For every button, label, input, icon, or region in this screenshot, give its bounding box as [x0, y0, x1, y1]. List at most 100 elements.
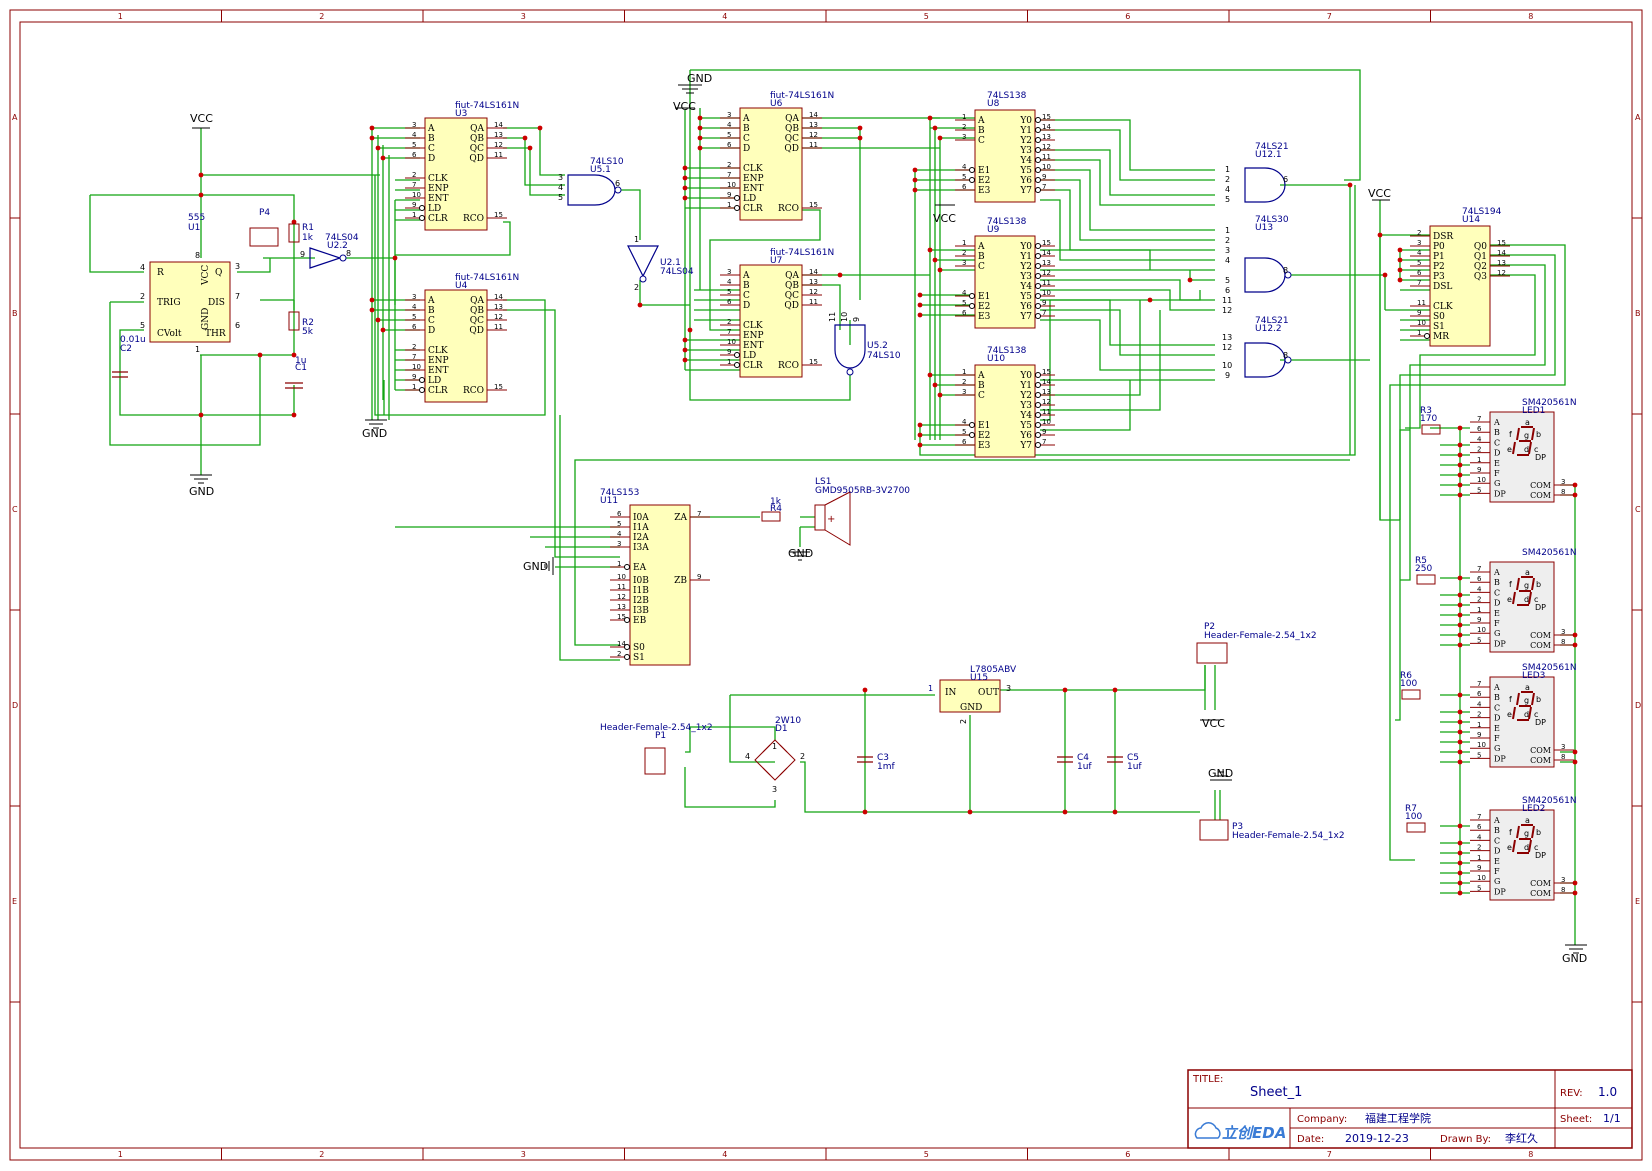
decoder-u8-pin-num: 7: [1042, 183, 1046, 191]
decoder-u10-bubble: [1035, 412, 1041, 418]
u5-2-in10: 10: [840, 312, 849, 322]
decoder-u10-pin-label: Y4: [1019, 411, 1032, 421]
decoder-u9-bubble: [1035, 303, 1041, 309]
shift-u14-pin-label: MR: [1433, 332, 1449, 342]
u13-in12: 12: [1222, 306, 1232, 315]
mux-u11-pin-label: EB: [633, 616, 647, 626]
seg-c: c: [1534, 445, 1538, 454]
led-pin-num: 6: [1477, 823, 1482, 831]
junction-dot: [917, 442, 923, 448]
decoder-u10-pin-num: 6: [962, 438, 967, 446]
counter-u3-pin-label: QB: [470, 134, 484, 144]
c1-ref: C1: [295, 363, 307, 373]
counter-u4-pin-num: 13: [494, 303, 503, 311]
frame-row-left: C: [12, 505, 18, 514]
u1-pin-vcc: VCC: [201, 265, 211, 286]
junction-dot: [1457, 462, 1463, 468]
frame-row-left: B: [12, 309, 18, 318]
counter-u7-pin-label: D: [743, 301, 750, 311]
decoder-u8-bubble: [1035, 137, 1041, 143]
counter-u4-pin-label: B: [428, 306, 435, 316]
shift-u14-pin-label: S1: [1433, 322, 1445, 332]
decoder-u9-bubble: [969, 303, 975, 309]
seven-segment-icon: [1512, 426, 1535, 456]
mux-u11-pin-num: 15: [617, 613, 626, 621]
u5-2-type: 74LS10: [867, 351, 901, 361]
led-pin-num: 1: [1477, 606, 1481, 614]
junction-dot: [912, 167, 918, 173]
shift-u14-pin-label: P3: [1433, 272, 1445, 282]
led-pin-num: 10: [1477, 874, 1486, 882]
junction-dot: [932, 257, 938, 263]
led-com-num: 3: [1561, 478, 1565, 486]
led-com-label: COM: [1530, 879, 1551, 888]
p2-ref: P2: [1204, 622, 1215, 632]
counter-u4-pin-label: ENP: [428, 356, 449, 366]
junction-dot: [1457, 452, 1463, 458]
shift-u14-pin-num: 14: [1497, 249, 1506, 257]
led-pin-label: C: [1494, 836, 1500, 845]
counter-u7-body: [739, 264, 803, 378]
junction-dot: [1457, 729, 1463, 735]
mux-u11: I0A6I1A5I2A4I3A3EA1I0B10I1B11I2B12I3B13E…: [600, 488, 710, 666]
shift-u14-pin-num: 5: [1417, 259, 1421, 267]
led-pin-num: 10: [1477, 626, 1486, 634]
title-block: TITLE: Sheet_1 REV: 1.0 Company: 福建工程学院 …: [1187, 1069, 1633, 1149]
mux-u11-pin-label: I0A: [633, 513, 649, 523]
led-pin-num: 2: [1477, 446, 1481, 454]
eda-logo: 立创EDA: [1222, 1124, 1286, 1142]
decoder-u8-pin-label: Y4: [1019, 156, 1032, 166]
junction-dot: [1457, 642, 1463, 648]
u12-1-in1: 1: [1225, 165, 1230, 174]
decoder-u8-pin-label: Y2: [1019, 136, 1032, 146]
shift-u14-pin-num: 12: [1497, 269, 1506, 277]
seg-a: a: [1525, 568, 1530, 577]
mux-u11-body: [629, 504, 691, 666]
u1-pin-thr: THR: [205, 329, 226, 339]
junction-dot: [927, 247, 933, 253]
counter-u3-pin-label: A: [427, 124, 435, 134]
decoder-u10-pin-label: Y7: [1019, 441, 1032, 451]
decoder-u8-type: 74LS138: [987, 91, 1027, 101]
u5-2-in11: 11: [828, 312, 837, 322]
shift-u14-pin-num: 6: [1417, 269, 1422, 277]
decoder-u9-pin-label: Y1: [1019, 252, 1032, 262]
mux-u11-pin-num: 12: [617, 593, 626, 601]
junction-dot: [687, 327, 693, 333]
counter-u3-pin-num: 6: [412, 151, 417, 159]
counter-u6-pin-label: CLK: [743, 164, 763, 174]
counter-u7-pin-label: ENP: [743, 331, 764, 341]
buzzer-ls1: + LS1 GMD9505RB-3V2700 1k R4: [761, 477, 910, 546]
led-pin-num: 4: [1477, 435, 1482, 443]
led-com-label: COM: [1530, 889, 1551, 898]
decoder-u8-pin-label: Y5: [1019, 166, 1032, 176]
seg-a: a: [1525, 683, 1530, 692]
p1-part: Header-Female-2.54_1x2: [600, 723, 713, 733]
shift-u14-pin-num: 4: [1417, 249, 1422, 257]
nand-u13: 74LS30 U13 1 2 3 4 5 6 11 12 8: [1222, 215, 1292, 315]
shift-u14-ref: U14: [1462, 215, 1480, 225]
mux-u11-pin-num: 13: [617, 603, 626, 611]
junction-dot: [917, 302, 923, 308]
mux-u11-pin-label: I1B: [633, 586, 649, 596]
counter-u3-type: fiut-74LS161N: [455, 101, 519, 111]
counter-u6-pin-num: 11: [809, 141, 818, 149]
frame-col-bottom: 1: [118, 1150, 123, 1159]
shift-u14-pin-label: DSL: [1433, 282, 1452, 292]
led-pin-label: G: [1494, 479, 1500, 488]
led-pin-num: 4: [1477, 833, 1482, 841]
led-pin-label: D: [1494, 599, 1500, 608]
led-part: SM420561N: [1522, 548, 1577, 558]
u2-2-in: 9: [300, 250, 305, 259]
led-pin-label: B: [1494, 826, 1500, 835]
junction-dot: [1457, 612, 1463, 618]
junction-dot: [1397, 277, 1403, 283]
led-pin-num: 9: [1477, 731, 1481, 739]
decoder-u10-pin-label: B: [978, 381, 985, 391]
junction-dot: [837, 272, 843, 278]
